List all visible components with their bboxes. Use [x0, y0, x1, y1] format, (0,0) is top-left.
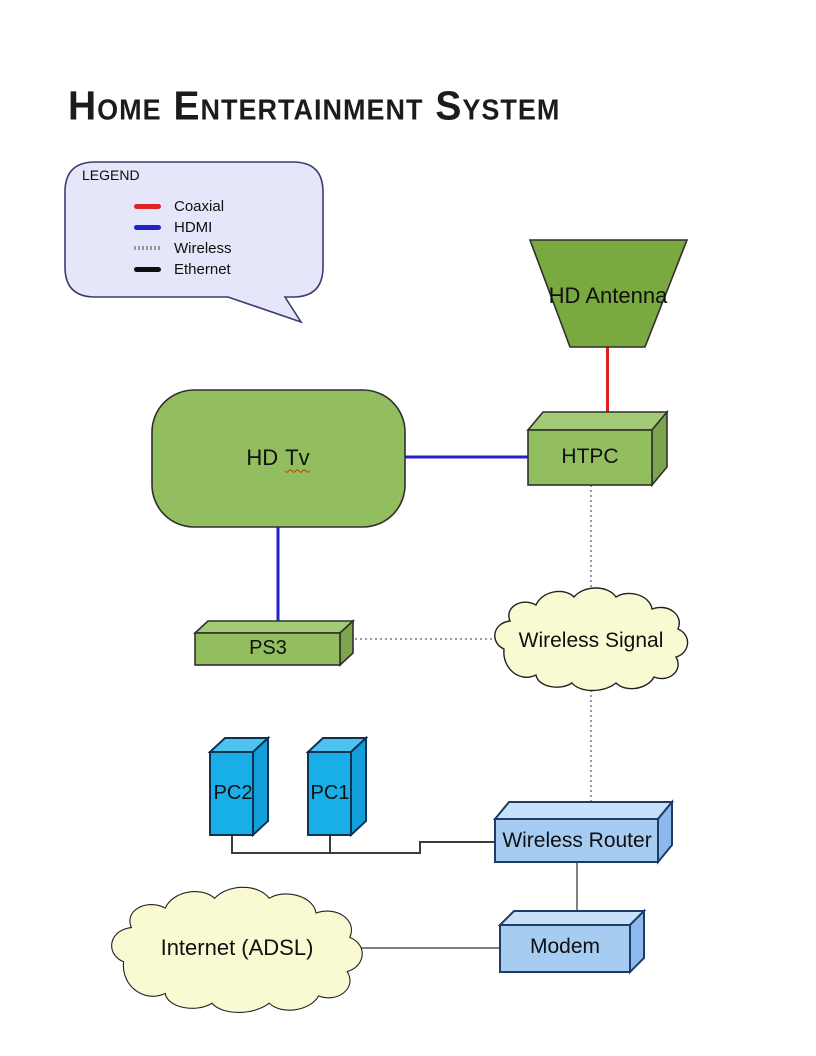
legend-item-coaxial: Coaxial	[134, 196, 224, 216]
legend-item-label: HDMI	[174, 218, 213, 236]
ethernet-line-pc2-router	[231, 832, 496, 854]
ps3-shape	[192, 619, 356, 667]
wireless-signal-cloud	[494, 587, 689, 692]
pc1-shape	[305, 735, 369, 838]
legend-item-hdmi: HDMI	[134, 217, 212, 237]
wireless-line-swatch	[134, 246, 161, 250]
legend-title: LEGEND	[82, 167, 140, 183]
legend-item-label: Coaxial	[174, 197, 225, 215]
hdmi-line-swatch	[134, 224, 161, 230]
page-title: Home Entertainment System	[68, 84, 561, 130]
hd-antenna-shape	[528, 239, 689, 348]
wireless-router-shape	[492, 799, 675, 865]
coaxial-line-swatch	[134, 203, 161, 209]
htpc-shape	[526, 409, 669, 488]
pc2-shape	[207, 735, 271, 838]
ethernet-line-swatch	[134, 266, 161, 272]
hd-tv-shape	[151, 389, 406, 528]
legend-item-ethernet: Ethernet	[134, 259, 231, 279]
legend-bubble	[64, 161, 324, 324]
modem-shape	[497, 908, 647, 975]
legend-item-label: Wireless	[174, 239, 232, 257]
internet-cloud	[112, 887, 363, 1012]
legend-item-wireless: Wireless	[134, 238, 232, 258]
legend-item-label: Ethernet	[174, 260, 231, 278]
